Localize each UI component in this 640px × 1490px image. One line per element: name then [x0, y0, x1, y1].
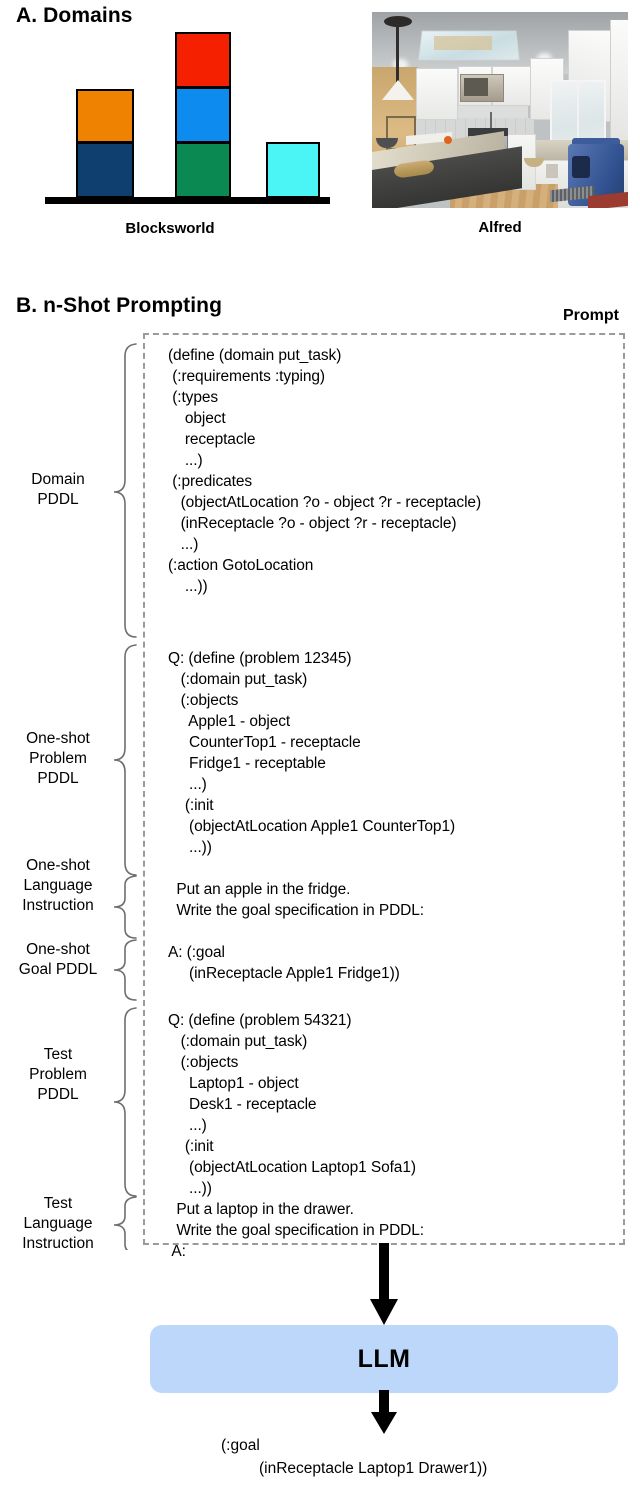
- group-label-one-shot-problem-pddl: One-shot Problem PDDL: [26, 730, 90, 787]
- code-line: Write the goal specification in PDDL:: [168, 902, 424, 919]
- code-line: Put a laptop in the drawer.: [168, 1201, 354, 1218]
- code-line: Apple1 - object: [168, 713, 291, 730]
- skylight-reflection: [434, 36, 492, 50]
- code-line: (inReceptacle ?o - object ?r - receptacl…: [168, 515, 457, 532]
- arrow-llm-to-output: [371, 1390, 397, 1434]
- code-line: ...)): [168, 1180, 212, 1197]
- orange-block: [76, 89, 134, 143]
- code-line: (:domain put_task): [168, 671, 308, 688]
- code-line: (:objects: [168, 1054, 239, 1071]
- right-tall-cabinet: [610, 20, 628, 170]
- sink-bowl: [524, 158, 544, 167]
- code-line: ...): [168, 1117, 207, 1134]
- section-b-heading: B. n-Shot Prompting: [16, 294, 223, 317]
- dark-blue-block: [76, 142, 134, 198]
- llm-label: LLM: [357, 1344, 411, 1373]
- code-line: Q: (define (problem 12345): [168, 650, 352, 667]
- jar: [546, 164, 558, 178]
- code-line: (inReceptacle Apple1 Fridge1)): [168, 965, 400, 982]
- code-line: ...): [168, 536, 199, 553]
- code-line: (:types: [168, 389, 219, 406]
- code-line: Fridge1 - receptable: [168, 755, 326, 772]
- microwave-window: [464, 78, 488, 96]
- code-line: (:domain put_task): [168, 1033, 308, 1050]
- stove-top: [468, 128, 508, 136]
- pendant-canopy: [384, 16, 412, 27]
- cyan-block: [266, 142, 320, 198]
- apple: [444, 136, 452, 144]
- light-blue-block: [175, 87, 231, 143]
- code-line: (:requirements :typing): [168, 368, 325, 385]
- ground-line: [45, 197, 330, 204]
- code-line: Laptop1 - object: [168, 1075, 299, 1092]
- code-line: Put an apple in the fridge.: [168, 881, 351, 898]
- code-line: (:init: [168, 797, 214, 814]
- group-label-one-shot-goal-pddl: One-shot Goal PDDL: [18, 941, 98, 978]
- output-goal-line-1: (:goal: [221, 1437, 260, 1454]
- blocksworld-illustration: [40, 25, 340, 210]
- code-line: (objectAtLocation Laptop1 Sofa1): [168, 1159, 416, 1176]
- code-line: (:predicates: [168, 473, 252, 490]
- code-line: (objectAtLocation Apple1 CounterTop1): [168, 818, 456, 835]
- upper-cabinet-a: [416, 68, 458, 120]
- code-line: ...): [168, 776, 207, 793]
- group-label-test-language-instruction: Test Language Instruction: [22, 1195, 94, 1252]
- code-line: (define (domain put_task): [168, 347, 342, 364]
- output-goal-line-2: (inReceptacle Laptop1 Drawer1)): [259, 1460, 488, 1477]
- prompt-label: Prompt: [563, 307, 619, 324]
- group-label-one-shot-language-instruction: One-shot Language Instruction: [22, 857, 94, 914]
- bowl: [376, 138, 398, 148]
- blocksworld-caption: Blocksworld: [125, 220, 215, 237]
- code-line: receptacle: [168, 431, 256, 448]
- pendant-rod: [396, 24, 399, 82]
- code-line: Desk1 - receptacle: [168, 1096, 317, 1113]
- alfred-caption: Alfred: [478, 219, 522, 236]
- downlight-left: [396, 62, 405, 67]
- code-line: A: (:goal: [168, 944, 225, 961]
- code-line: ...): [168, 452, 203, 469]
- code-line: object: [168, 410, 226, 427]
- pendant-shade: [382, 80, 414, 100]
- arrow-prompt-to-llm: [370, 1243, 398, 1325]
- code-line: A:: [168, 1243, 186, 1260]
- window-mullion: [577, 80, 579, 154]
- red-block: [175, 32, 231, 88]
- group-label-domain-pddl: Domain PDDL: [31, 471, 85, 508]
- code-line: (:init: [168, 1138, 214, 1155]
- code-line: (objectAtLocation ?o - object ?r - recep…: [168, 494, 482, 511]
- green-block: [175, 142, 231, 198]
- llm-box: LLM: [150, 1325, 618, 1393]
- code-line: CounterTop1 - receptacle: [168, 734, 361, 751]
- code-line: Write the goal specification in PDDL:: [168, 1222, 424, 1239]
- code-line: (:action GotoLocation: [168, 557, 314, 574]
- code-line: (:objects: [168, 692, 239, 709]
- code-line: ...)): [168, 839, 212, 856]
- code-line: Q: (define (problem 54321): [168, 1012, 352, 1029]
- utensil: [490, 112, 492, 128]
- coffee-machine-panel: [572, 156, 590, 178]
- alfred-kitchen-image: [372, 12, 628, 208]
- section-a-heading: A. Domains: [16, 4, 133, 27]
- group-label-test-problem-pddl: Test Problem PDDL: [29, 1046, 87, 1103]
- code-line: ...)): [168, 578, 208, 595]
